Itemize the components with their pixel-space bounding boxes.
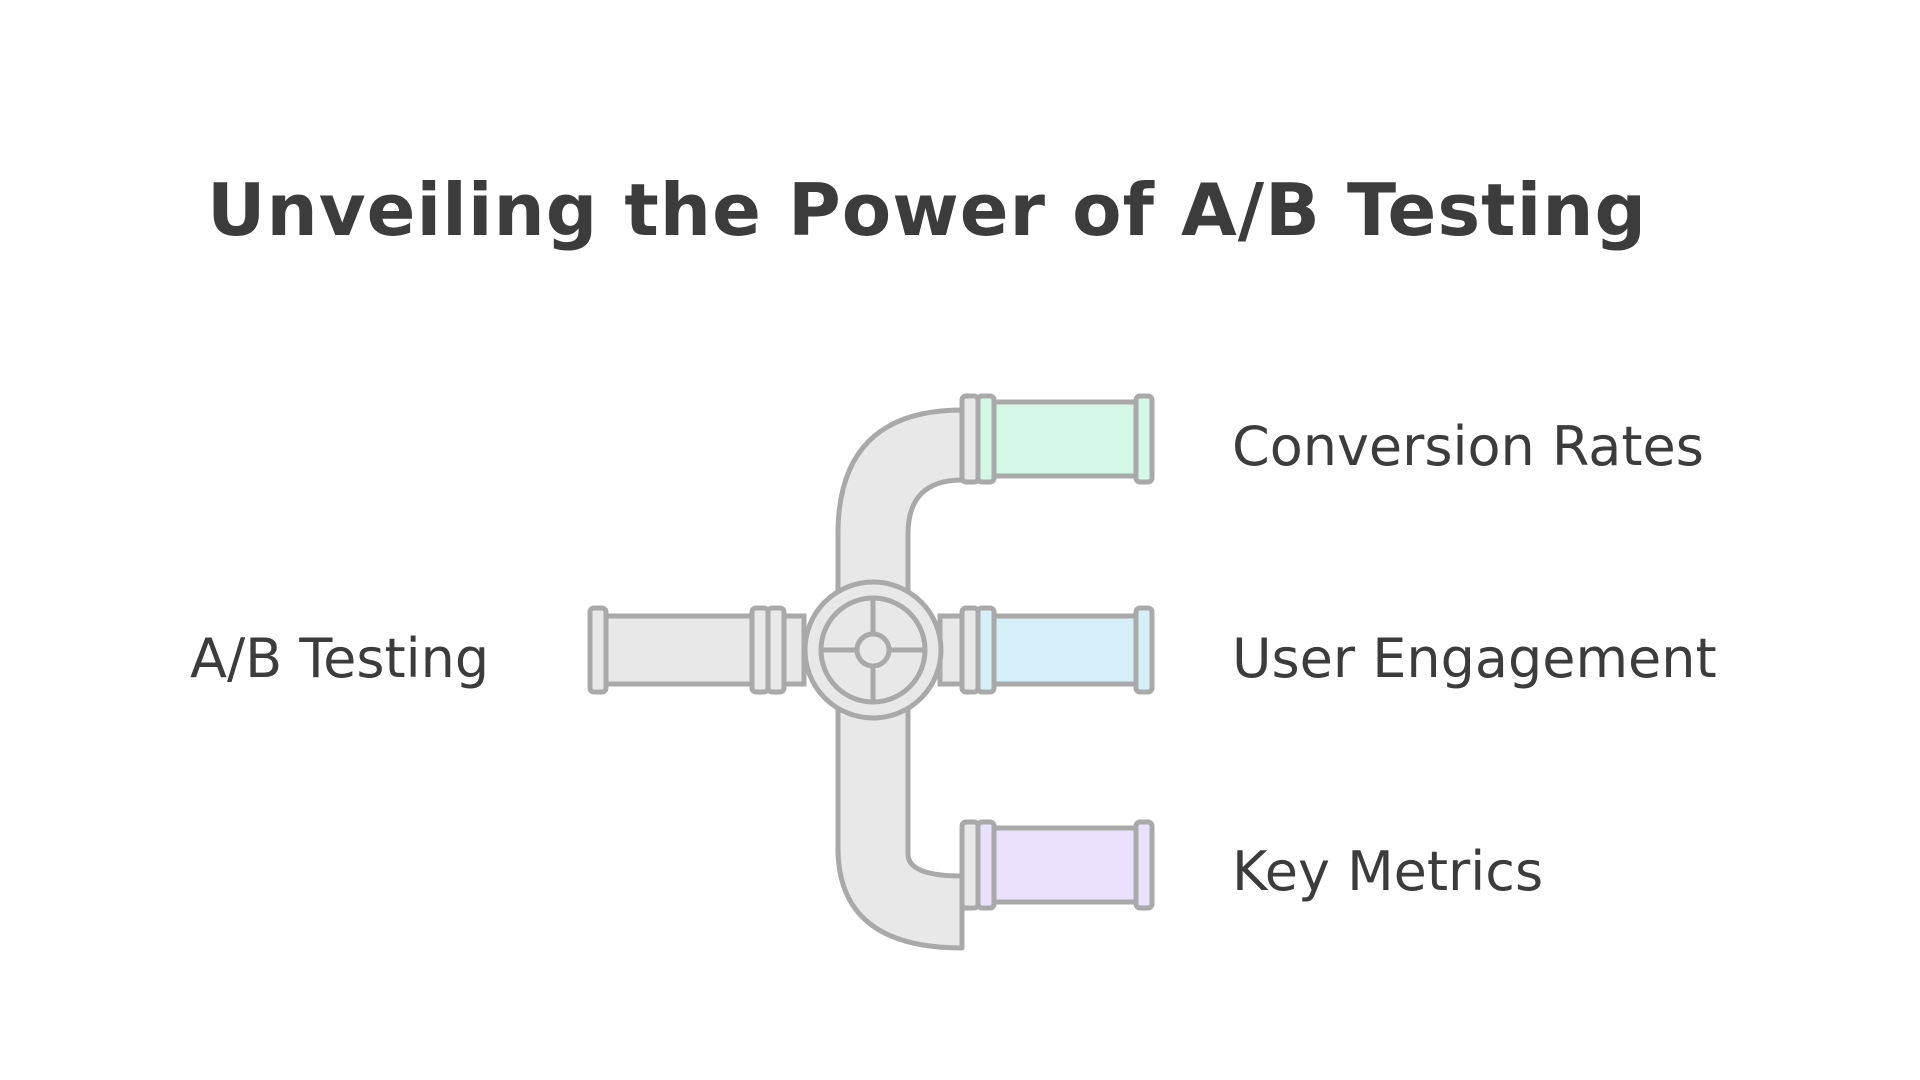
output-pipe-metrics [959, 819, 1155, 911]
output-pipe-conversion [959, 393, 1155, 485]
output-label-metrics: Key Metrics [1232, 840, 1544, 903]
output-label-engagement: User Engagement [1232, 627, 1717, 690]
source-label: A/B Testing [190, 627, 490, 690]
output-label-conversion: Conversion Rates [1232, 415, 1704, 478]
output-pipe-engagement [937, 605, 1155, 695]
diagram-title: Unveiling the Power of A/B Testing [207, 168, 1648, 252]
input-pipe [587, 605, 807, 695]
valve-wheel-icon [802, 579, 944, 721]
